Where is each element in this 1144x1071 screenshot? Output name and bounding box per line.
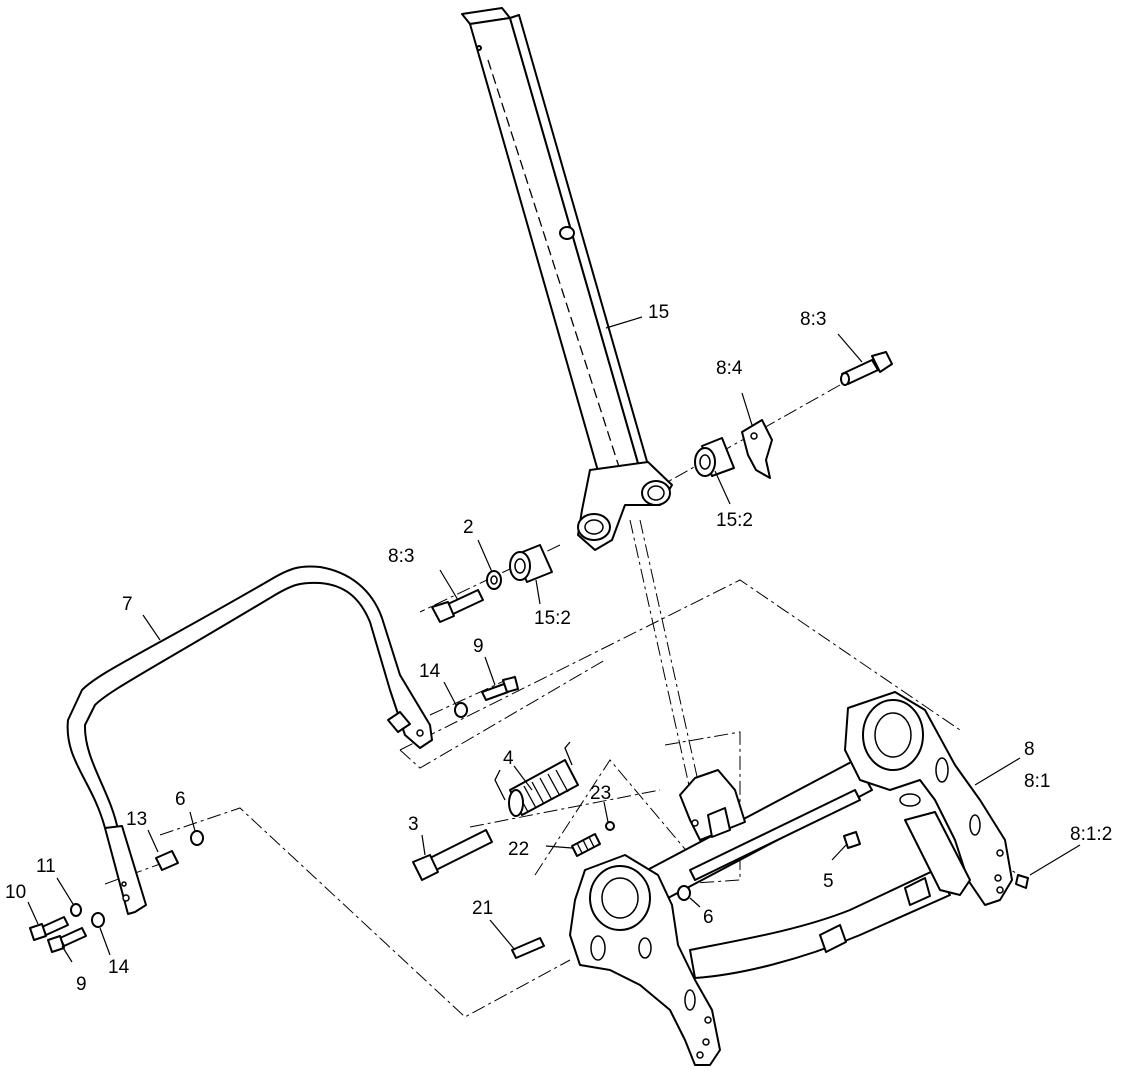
callout-8: 8 [1024,739,1035,760]
bolt-part-9-bottom [47,927,87,953]
callout-15: 15 [648,302,669,323]
tower-tube-part-15 [461,7,673,551]
spring-part-4 [494,741,579,817]
callout-8-3-left: 8:3 [388,546,414,567]
callout-9-bottom: 9 [76,974,87,995]
spacer-part-13 [155,850,179,871]
bolt-part-9-top [481,676,519,701]
callout-13: 13 [126,809,147,830]
callout-labels: 15 8:3 8:4 15:2 2 8:3 15:2 7 9 14 4 23 3… [5,302,1112,995]
callout-14-top: 14 [419,661,441,682]
callout-4: 4 [503,748,514,769]
plate-part-8-4 [741,419,773,479]
pin-part-3 [412,829,493,881]
spacer-part-14-top [454,702,468,718]
bolt-part-10 [29,916,69,941]
callout-11: 11 [36,856,56,877]
nut-part-6-left [190,830,204,846]
bushing-part-15-2-right [694,437,735,477]
bushing-part-15-2-left [509,544,553,583]
callout-15-2-right: 15:2 [716,510,753,531]
roll-pin-part-21 [511,937,545,959]
callout-14-bottom: 14 [108,957,130,978]
leader-lines [27,316,1081,963]
callout-10: 10 [5,882,26,903]
callout-21: 21 [472,898,493,919]
nut-part-6-right [677,885,691,901]
callout-2: 2 [463,517,474,538]
callout-8-1-2: 8:1:2 [1070,824,1112,845]
bolt-part-8-3-top [840,351,893,386]
bolt-part-8-3-left [431,589,484,623]
washer-part-11 [70,903,82,917]
frame-part-8 [569,691,1029,1066]
plug-part-5 [843,831,861,849]
callout-8-3-top: 8:3 [800,309,826,330]
callout-6-left: 6 [175,789,186,810]
assembly-lines [104,384,1026,1018]
spacer-part-14-bottom [91,912,105,928]
washer-part-2 [486,570,502,590]
callout-15-2-left: 15:2 [534,608,571,629]
small-spring-part-22 [571,833,601,857]
callout-23: 23 [590,783,611,804]
bar-part-7 [66,565,433,915]
callout-6-right: 6 [703,907,714,928]
callout-7: 7 [122,594,133,615]
pin-part-23 [605,821,615,831]
callout-9-top: 9 [473,636,484,657]
callout-22: 22 [508,839,529,860]
callout-5: 5 [823,871,834,892]
callout-8-4: 8:4 [716,358,743,379]
callout-8-1: 8:1 [1024,771,1050,792]
callout-3: 3 [408,814,419,835]
